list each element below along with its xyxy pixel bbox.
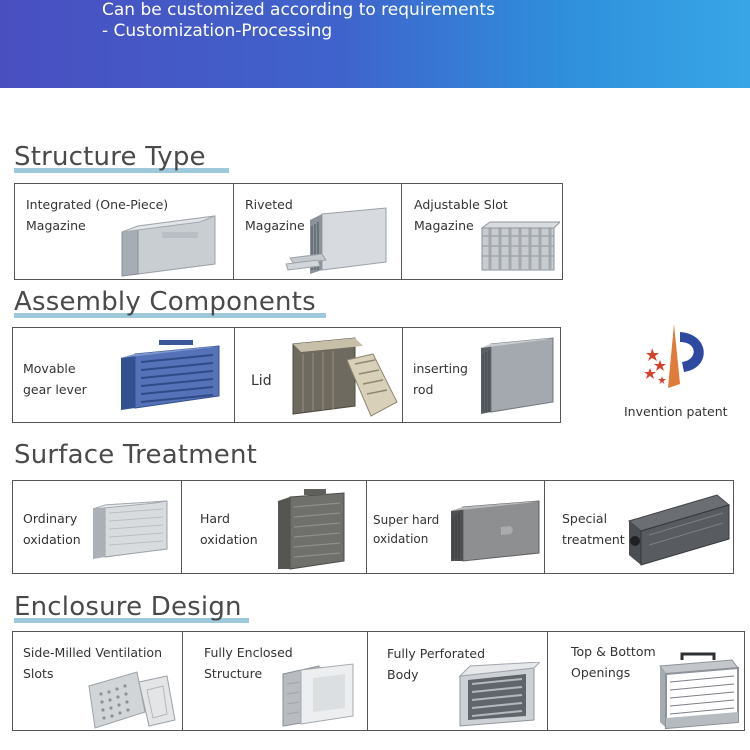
structure-item-integrated: Integrated (One-Piece) Magazine (15, 184, 233, 279)
super-hard-oxidation-image (451, 500, 540, 562)
section-title-enclosure: Enclosure Design (14, 592, 242, 622)
enclosure-item-label: Fully Perforated Body (387, 646, 486, 682)
enclosure-item-label: Side-Milled Ventilation Slots (23, 645, 162, 681)
enclosure-item-label: Top & Bottom Openings (571, 644, 656, 680)
surface-item-ordinary: Ordinary oxidation (13, 481, 181, 573)
invention-patent-badge: Invention patent (612, 318, 742, 428)
surface-item-label: Ordinary oxidation (23, 511, 81, 547)
ordinary-oxidation-image (92, 500, 168, 559)
structure-item-label: Integrated (One-Piece) Magazine (26, 197, 169, 233)
surface-item-hard: Hard oxidation (181, 481, 366, 573)
section-title-structure: Structure Type (14, 142, 206, 172)
surface-item-special: Special treatment (544, 481, 733, 573)
enclosure-item-label: Fully Enclosed Structure (204, 645, 293, 681)
hard-oxidation-image (278, 489, 345, 570)
banner-line-2: - Customization-Processing (102, 21, 333, 41)
structure-item-adjustable: Adjustable Slot Magazine (401, 184, 562, 279)
header-banner: Can be customized according to requireme… (0, 0, 750, 88)
movable-gear-lever-image (121, 340, 220, 410)
structure-item-label: Adjustable Slot Magazine (414, 197, 508, 233)
adjustable-slot-magazine-image (480, 221, 560, 271)
section-title-assembly: Assembly Components (14, 287, 316, 317)
section-underline (14, 618, 249, 623)
assembly-item-label: Lid (251, 373, 272, 389)
assembly-item-label: Movable gear lever (23, 361, 87, 397)
assembly-components-row: Movable gear lever Lid (12, 327, 561, 423)
surface-item-label: Super hard oxidation (373, 513, 440, 546)
section-underline (14, 168, 229, 173)
lid-image (292, 337, 398, 417)
structure-item-riveted: Riveted Magazine (233, 184, 401, 279)
riveted-magazine-image (285, 207, 387, 274)
fully-enclosed-structure-image (282, 663, 354, 727)
assembly-item-lid: Lid (234, 328, 402, 422)
enclosure-item-fully-perforated: Fully Perforated Body (367, 632, 547, 730)
surface-item-super-hard: Super hard oxidation (366, 481, 544, 573)
structure-item-label: Riveted Magazine (245, 197, 305, 233)
special-treatment-image (627, 494, 731, 566)
surface-treatment-row: Ordinary oxidation Hard oxidation (12, 480, 734, 574)
invention-patent-logo (644, 324, 704, 388)
side-milled-ventilation-image (88, 671, 176, 729)
surface-item-label: Special treatment (562, 511, 625, 547)
section-underline (14, 313, 326, 318)
integrated-magazine-image (121, 215, 216, 277)
assembly-item-gear-lever: Movable gear lever (13, 328, 234, 422)
assembly-item-label: inserting rod (413, 361, 468, 397)
surface-item-label: Hard oxidation (200, 511, 258, 547)
fully-perforated-body-image (458, 662, 540, 727)
enclosure-item-side-milled: Side-Milled Ventilation Slots (13, 632, 182, 730)
top-bottom-openings-image (659, 652, 739, 730)
structure-type-row: Integrated (One-Piece) Magazine Riveted … (14, 183, 563, 280)
inserting-rod-image (481, 337, 554, 414)
enclosure-item-top-bottom-openings: Top & Bottom Openings (547, 632, 744, 730)
section-title-surface: Surface Treatment (14, 440, 258, 470)
patent-label: Invention patent (624, 404, 728, 419)
banner-line-1: Can be customized according to requireme… (102, 0, 495, 20)
assembly-item-inserting-rod: inserting rod (402, 328, 560, 422)
enclosure-item-fully-enclosed: Fully Enclosed Structure (182, 632, 367, 730)
enclosure-design-row: Side-Milled Ventilation Slots Fully Encl… (12, 631, 745, 731)
